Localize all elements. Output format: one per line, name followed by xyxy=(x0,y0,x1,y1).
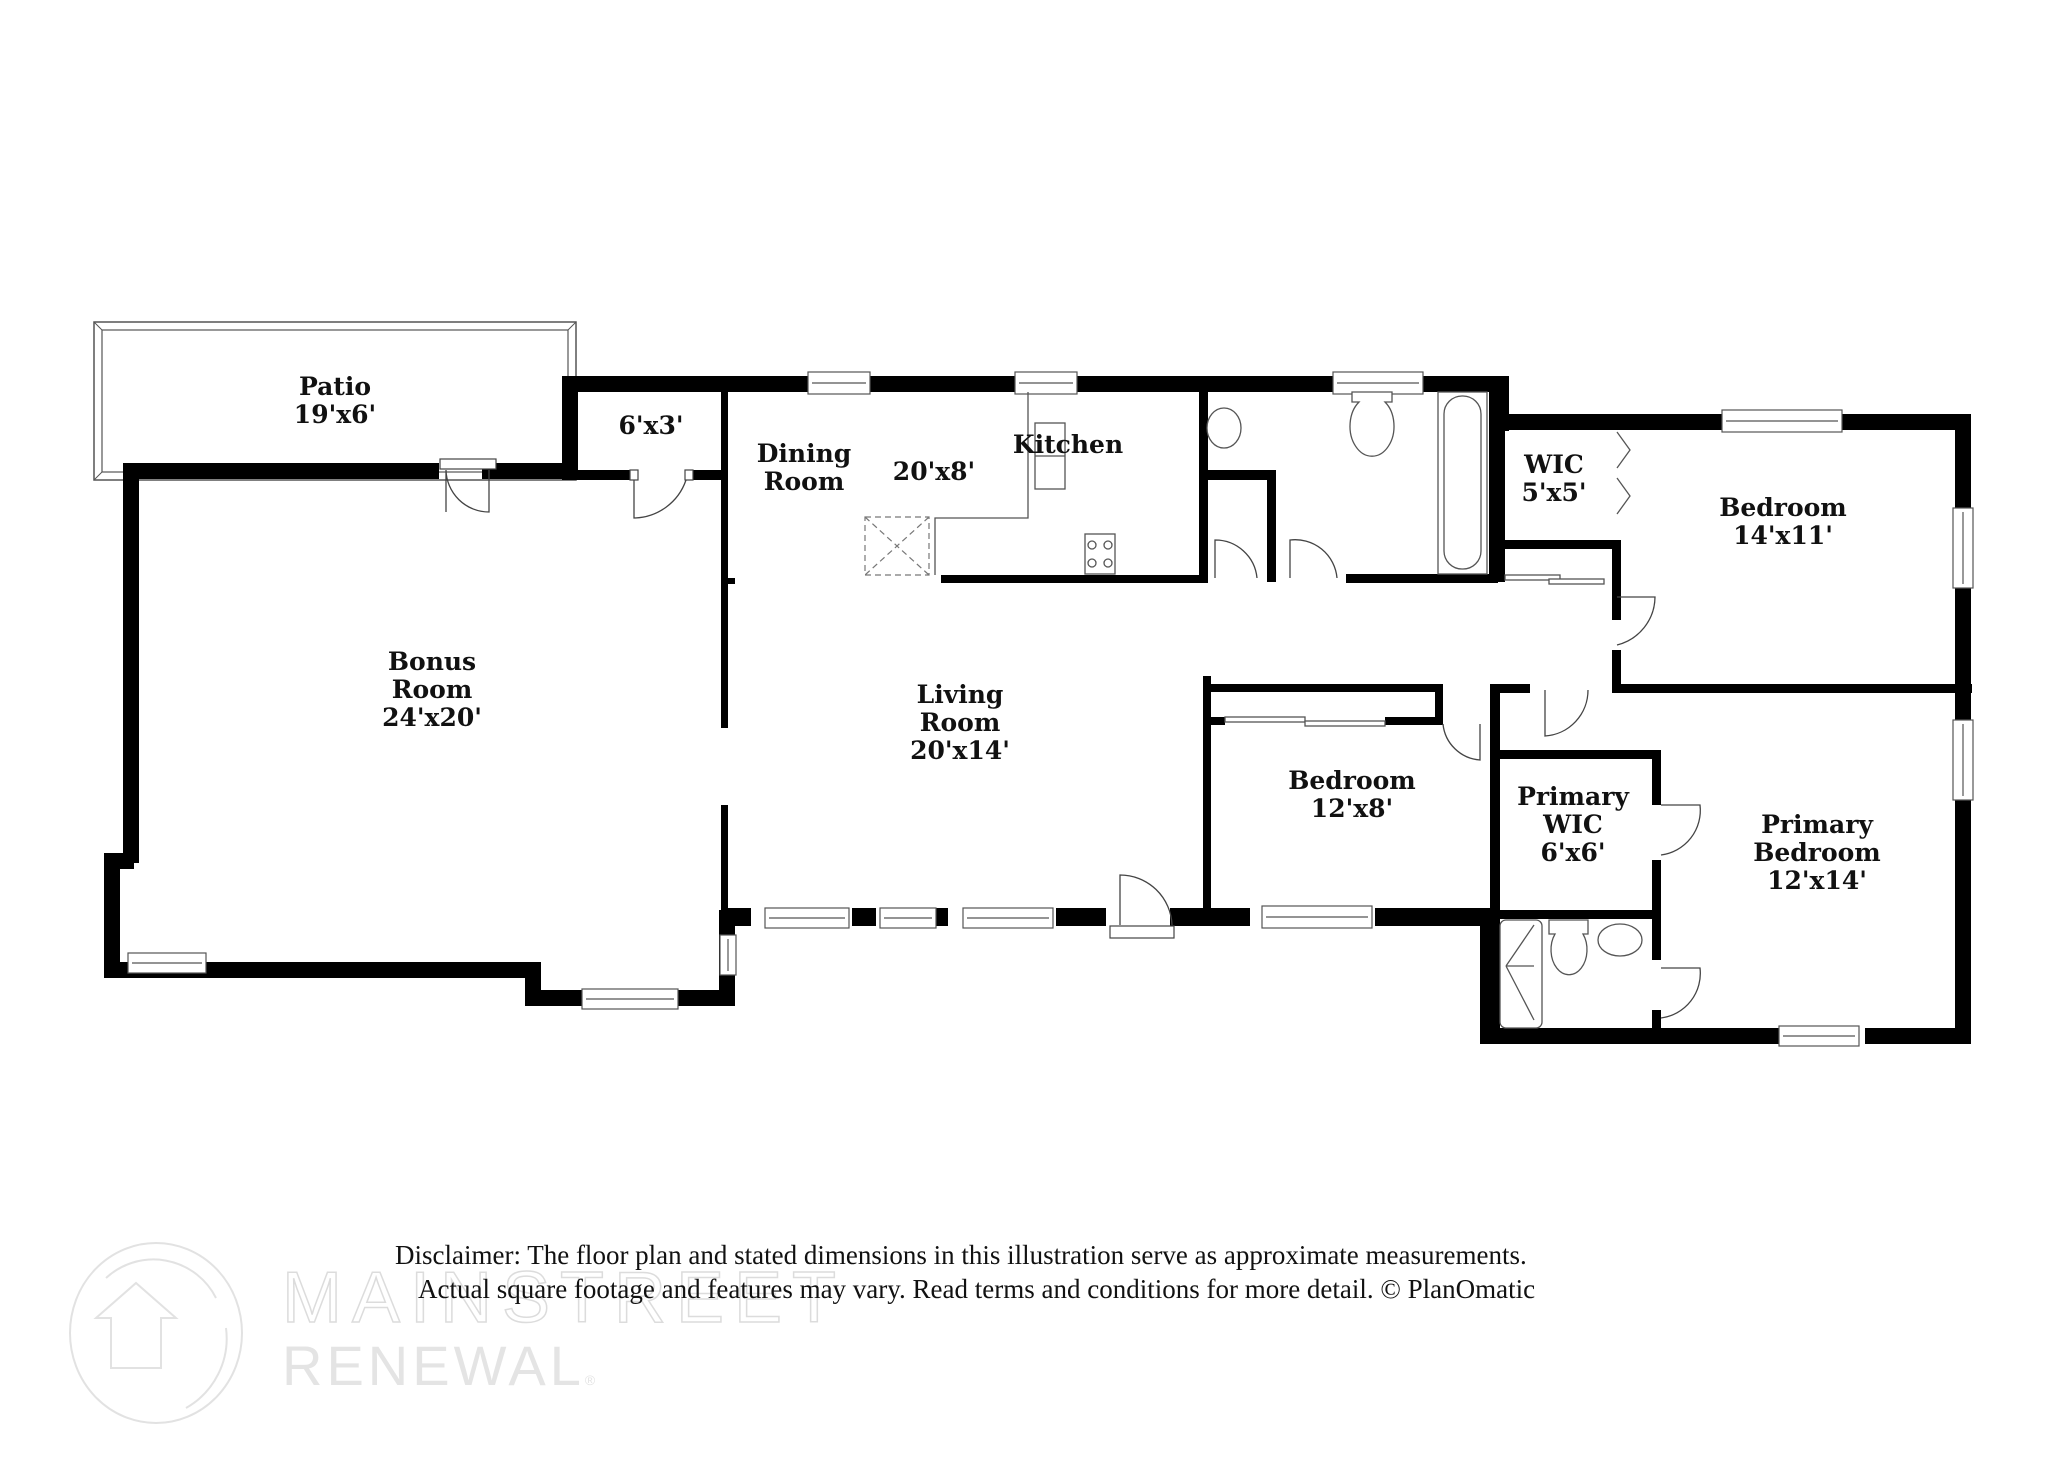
room-label-bedroom-ne: Bedroom 14'x11' xyxy=(1719,493,1847,550)
doors xyxy=(439,431,1701,1019)
room-label-living-room: Living Room 20'x14' xyxy=(910,680,1010,765)
windows xyxy=(127,371,1974,1047)
room-label-dining-room: Dining Room xyxy=(756,439,852,496)
watermark-brand-line2: RENEWAL® xyxy=(282,1334,600,1397)
room-label-primary-bedroom: Primary Bedroom 12'x14' xyxy=(1753,810,1881,895)
room-label-patio: Patio 19'x6' xyxy=(293,372,377,429)
room-label-closet: 6'x3' xyxy=(618,411,684,440)
disclaimer-line1: Disclaimer: The floor plan and stated di… xyxy=(395,1240,1527,1270)
room-label-bonus-room: Bonus Room 24'x20' xyxy=(382,647,482,732)
room-label-primary-wic: Primary WIC 6'x6' xyxy=(1517,782,1629,867)
mainstreet-logo-icon xyxy=(69,1242,243,1424)
room-label-kitchen-dining-size: 20'x8' xyxy=(892,457,976,486)
fixtures xyxy=(864,391,1643,1029)
watermark-brand-line1: MAINSTREET xyxy=(281,1258,847,1338)
room-label-kitchen: Kitchen xyxy=(1012,430,1124,459)
patio-outline xyxy=(93,321,577,481)
room-label-bedroom-s: Bedroom 12'x8' xyxy=(1288,766,1416,823)
room-label-wic: WIC 5'x5' xyxy=(1521,450,1587,507)
disclaimer-line2: Actual square footage and features may v… xyxy=(418,1274,1536,1304)
